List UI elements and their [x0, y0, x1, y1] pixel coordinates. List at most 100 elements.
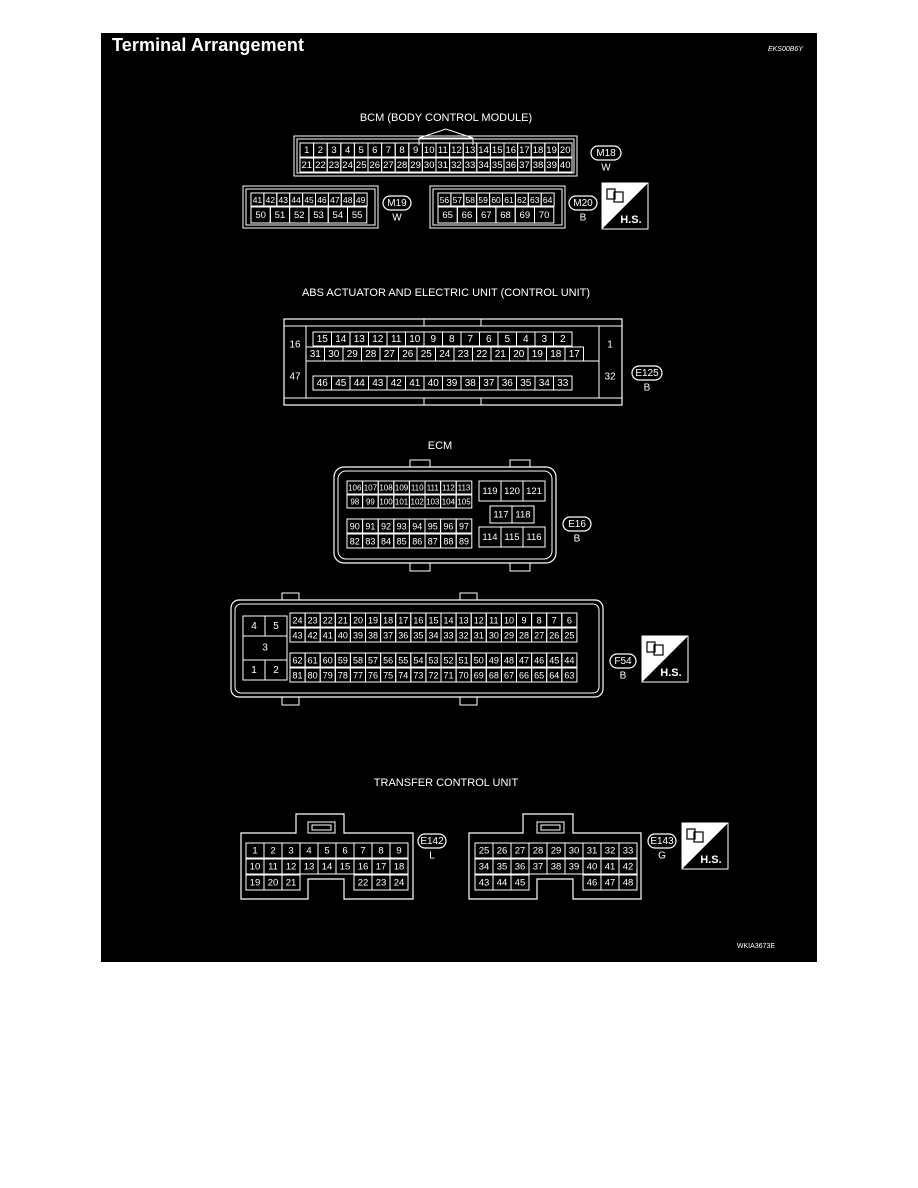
- m19-cell: [347, 206, 368, 224]
- e125-number: 42: [391, 378, 403, 389]
- e125-number: 41: [409, 378, 421, 389]
- e16-number: 90: [350, 522, 360, 532]
- f54-number: 65: [534, 671, 544, 681]
- connector-m18-latch: [418, 128, 474, 139]
- e125-number: 46: [317, 378, 329, 389]
- m18-number: 30: [424, 160, 435, 171]
- e142-number: 2: [270, 846, 275, 857]
- e125-number: 35: [520, 378, 532, 389]
- f54-number: 23: [308, 616, 318, 626]
- f54-number: 67: [504, 671, 514, 681]
- e143-number: 48: [623, 878, 634, 889]
- connector-color: W: [392, 213, 402, 224]
- e143-cell: [618, 858, 638, 875]
- e16-number: 97: [459, 522, 469, 532]
- e16-number: 115: [504, 532, 519, 543]
- e125-number: 10: [409, 334, 421, 345]
- e125-cell: [553, 331, 573, 347]
- e143-number: 42: [623, 862, 634, 873]
- e142-number: 19: [250, 878, 261, 889]
- e142-number: 22: [358, 878, 369, 889]
- f54-number: 54: [413, 656, 423, 666]
- section-title-bcm: BCM (BODY CONTROL MODULE): [360, 112, 532, 124]
- hs-symbol-triangle: [602, 183, 648, 229]
- f54-number: 4: [251, 621, 257, 632]
- connector-color: B: [620, 671, 627, 682]
- m20-number: 69: [520, 210, 531, 221]
- e125-number: 7: [467, 334, 473, 345]
- e143-number: 27: [515, 846, 526, 857]
- e142-number: 17: [376, 862, 387, 873]
- m19-number: 46: [317, 195, 327, 205]
- e16-number: 101: [395, 498, 409, 507]
- section-title-ecm: ECM: [428, 440, 452, 452]
- e125-number: 21: [495, 349, 507, 360]
- e16-cell: [455, 480, 473, 495]
- e16-number: 96: [443, 522, 453, 532]
- f54-number: 49: [489, 656, 499, 666]
- e16-number: 112: [442, 484, 455, 493]
- e16-number: 95: [428, 522, 438, 532]
- f54-number: 63: [564, 671, 574, 681]
- e125-number: 28: [365, 349, 377, 360]
- f54-number: 33: [444, 631, 454, 641]
- f54-number: 6: [567, 616, 572, 626]
- e125-number: 39: [446, 378, 458, 389]
- e125-number: 18: [550, 349, 562, 360]
- f54-number: 43: [293, 631, 303, 641]
- connector-m19-housing-inner: [245, 188, 376, 226]
- e125-number: 9: [430, 334, 436, 345]
- e125-number: 36: [502, 378, 514, 389]
- e125-number: 23: [458, 349, 470, 360]
- e143-cell: [618, 842, 638, 859]
- connector-id-badge: [609, 653, 637, 669]
- f54-cell: [264, 615, 288, 637]
- e142-cell: [389, 842, 409, 859]
- e125-number: 43: [372, 378, 384, 389]
- e16-cell: [522, 480, 546, 502]
- f54-number: 2: [273, 665, 279, 676]
- f54-number: 32: [459, 631, 469, 641]
- e125-number: 29: [347, 349, 359, 360]
- e142-number: 3: [288, 846, 293, 857]
- e142-number: 13: [304, 862, 315, 873]
- e16-number: 86: [412, 537, 422, 547]
- f54-number: 39: [353, 631, 363, 641]
- m18-number: 1: [304, 145, 309, 156]
- e125-number: 11: [391, 334, 402, 345]
- e143-number: 37: [533, 862, 544, 873]
- e143-number: 31: [587, 846, 598, 857]
- m18-number: 8: [399, 145, 404, 156]
- e143-cell: [510, 874, 530, 891]
- e16-number: 105: [457, 498, 471, 507]
- e125-number: 30: [328, 349, 340, 360]
- harness-connector-icon: [606, 188, 616, 200]
- e143-number: 36: [515, 862, 526, 873]
- e143-number: 26: [497, 846, 508, 857]
- f54-number: 74: [398, 671, 408, 681]
- e142-number: 5: [324, 846, 329, 857]
- e142-number: 23: [376, 878, 387, 889]
- f54-number: 78: [338, 671, 348, 681]
- e142-number: 15: [340, 862, 351, 873]
- harness-connector-icon-part: [653, 644, 664, 656]
- harness-connector-icon-part: [693, 831, 704, 843]
- figure-footer-code: WKIA3673E: [736, 943, 775, 950]
- m20-cell: [534, 206, 555, 224]
- connector-id: M19: [387, 198, 407, 209]
- e16-number: 111: [427, 484, 440, 493]
- m18-number: 28: [397, 160, 408, 171]
- m18-number: 15: [492, 145, 503, 156]
- f54-number: 31: [474, 631, 484, 641]
- e125-number: 12: [372, 334, 384, 345]
- f54-number: 55: [398, 656, 408, 666]
- f54-number: 47: [519, 656, 529, 666]
- e16-cell: [511, 505, 535, 524]
- m18-number: 26: [370, 160, 381, 171]
- f54-number: 57: [368, 656, 378, 666]
- f54-number: 50: [474, 656, 484, 666]
- connector-id: M18: [596, 148, 616, 159]
- hs-symbol-triangle: [682, 823, 728, 869]
- e125-number: 37: [483, 378, 495, 389]
- e125-number: 5: [504, 334, 510, 345]
